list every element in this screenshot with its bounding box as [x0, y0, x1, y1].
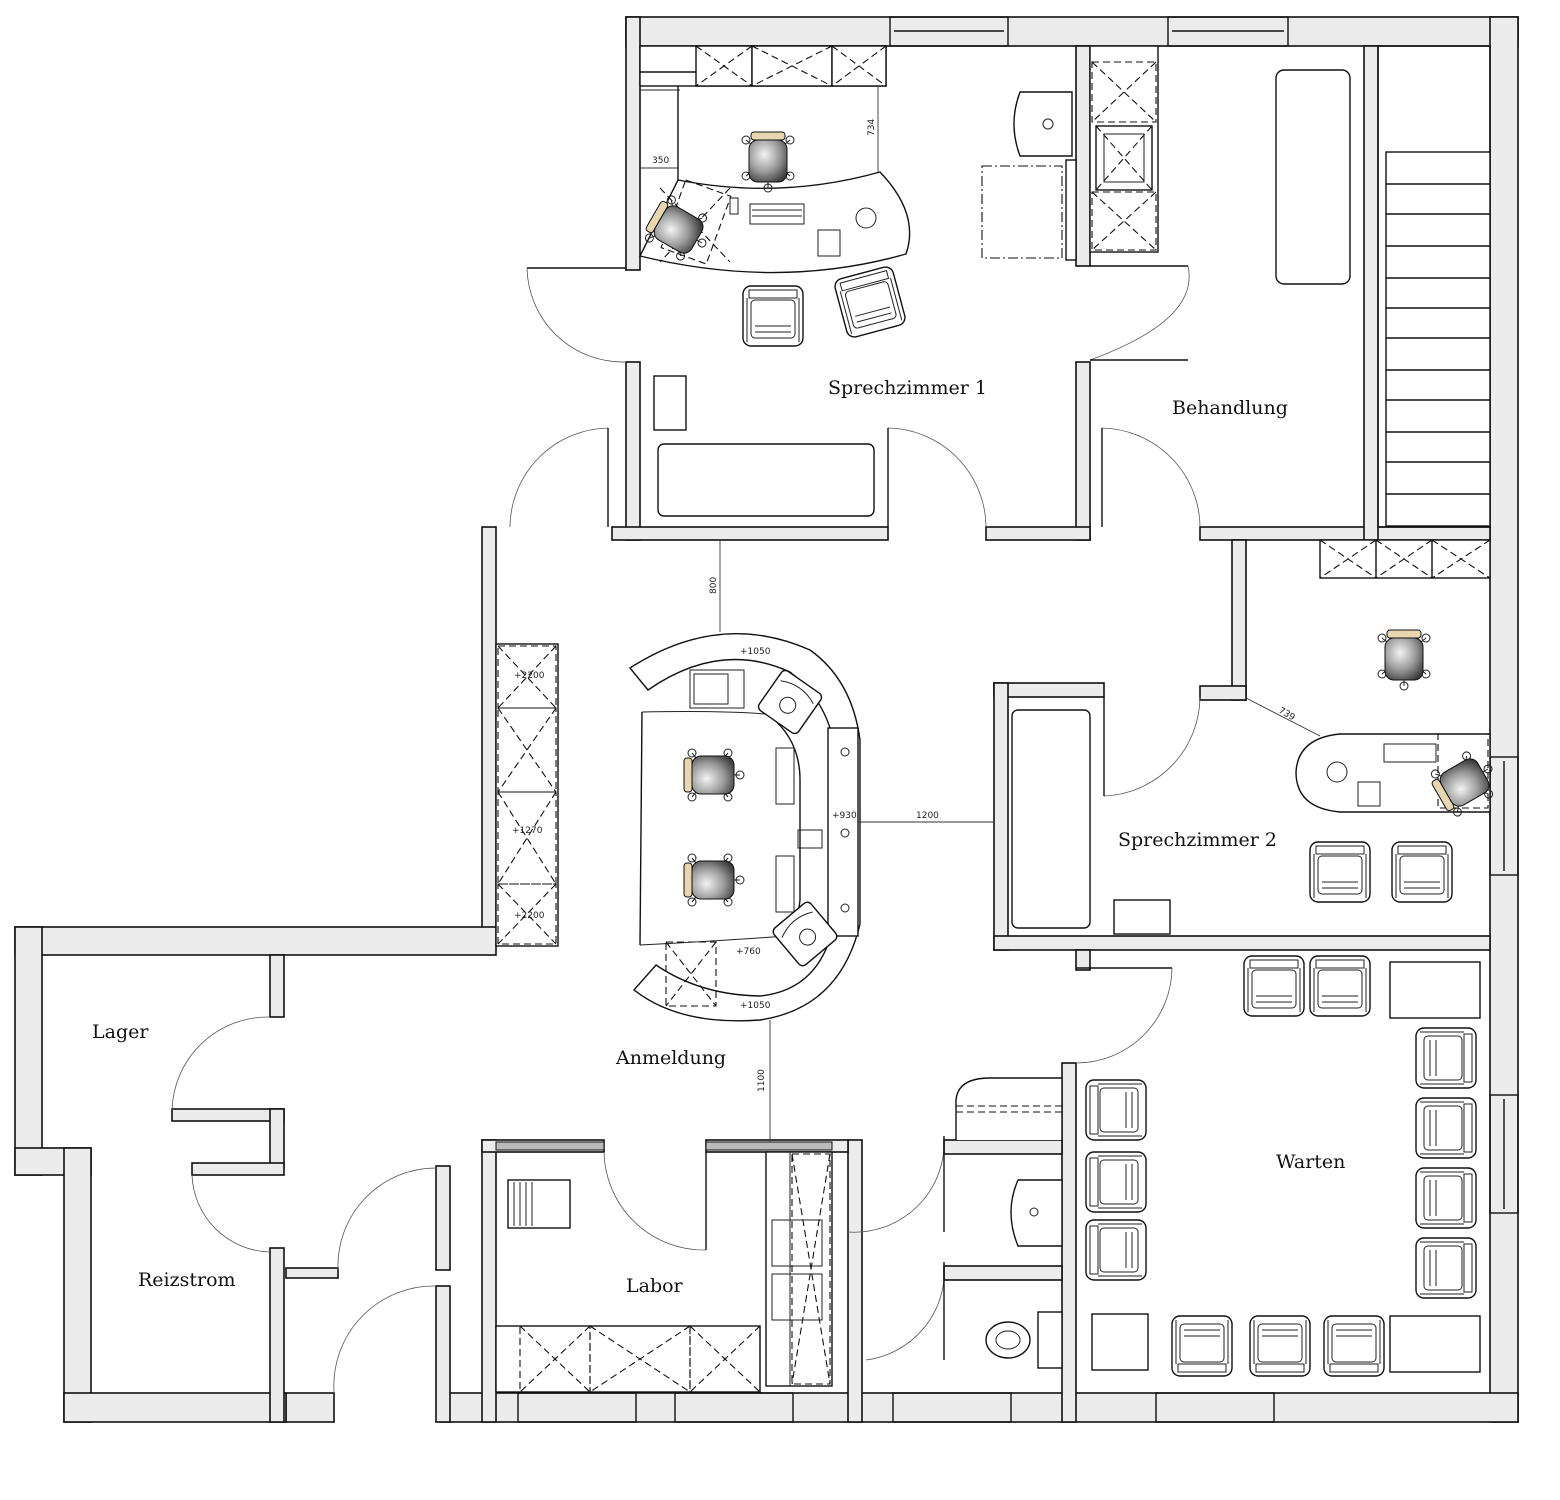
dimension-label-800: 800 — [709, 577, 719, 594]
reception-desk — [628, 632, 861, 1022]
labor-furniture — [495, 1141, 833, 1393]
dimension-label-1100: 1100 — [757, 1069, 767, 1092]
dimension-label-739: 739 — [1277, 706, 1297, 723]
dimension-label-2200-top: +2200 — [514, 671, 545, 681]
dimension-label-930: +930 — [832, 811, 857, 821]
dimension-lines — [640, 86, 1321, 1142]
room-label-warten: Warten — [1276, 1151, 1345, 1173]
anmeldung-shelving — [495, 643, 559, 947]
room-label-sprechzimmer1: Sprechzimmer 1 — [828, 377, 987, 399]
room-label-behandlung: Behandlung — [1172, 397, 1288, 419]
dimension-label-734: 734 — [867, 119, 877, 136]
room-label-reizstrom: Reizstrom — [138, 1269, 236, 1291]
dimension-label-1270: +1270 — [512, 826, 543, 836]
dimension-label-1200: 1200 — [916, 811, 939, 821]
dimension-label-760: +760 — [736, 947, 761, 957]
windows — [517, 16, 1519, 1423]
room-label-lager: Lager — [92, 1021, 149, 1043]
room-label-sprechzimmer2: Sprechzimmer 2 — [1118, 829, 1277, 851]
dimension-label-1050-top: +1050 — [740, 647, 771, 657]
sprechzimmer2-furniture — [1011, 539, 1505, 935]
door-swings — [171, 265, 1201, 1393]
dimension-label-2200-bottom: +2200 — [514, 911, 545, 921]
dimension-label-1050-bottom: +1050 — [740, 1001, 771, 1011]
behandlung-furniture — [981, 45, 1351, 285]
dimension-label-350: 350 — [652, 156, 669, 166]
room-label-labor: Labor — [626, 1275, 684, 1297]
wc-furniture — [955, 1077, 1063, 1369]
room-label-anmeldung: Anmeldung — [615, 1047, 726, 1069]
staircase — [1377, 45, 1491, 528]
warten-furniture — [1085, 955, 1481, 1377]
sprechzimmer1-furniture — [638, 45, 911, 517]
